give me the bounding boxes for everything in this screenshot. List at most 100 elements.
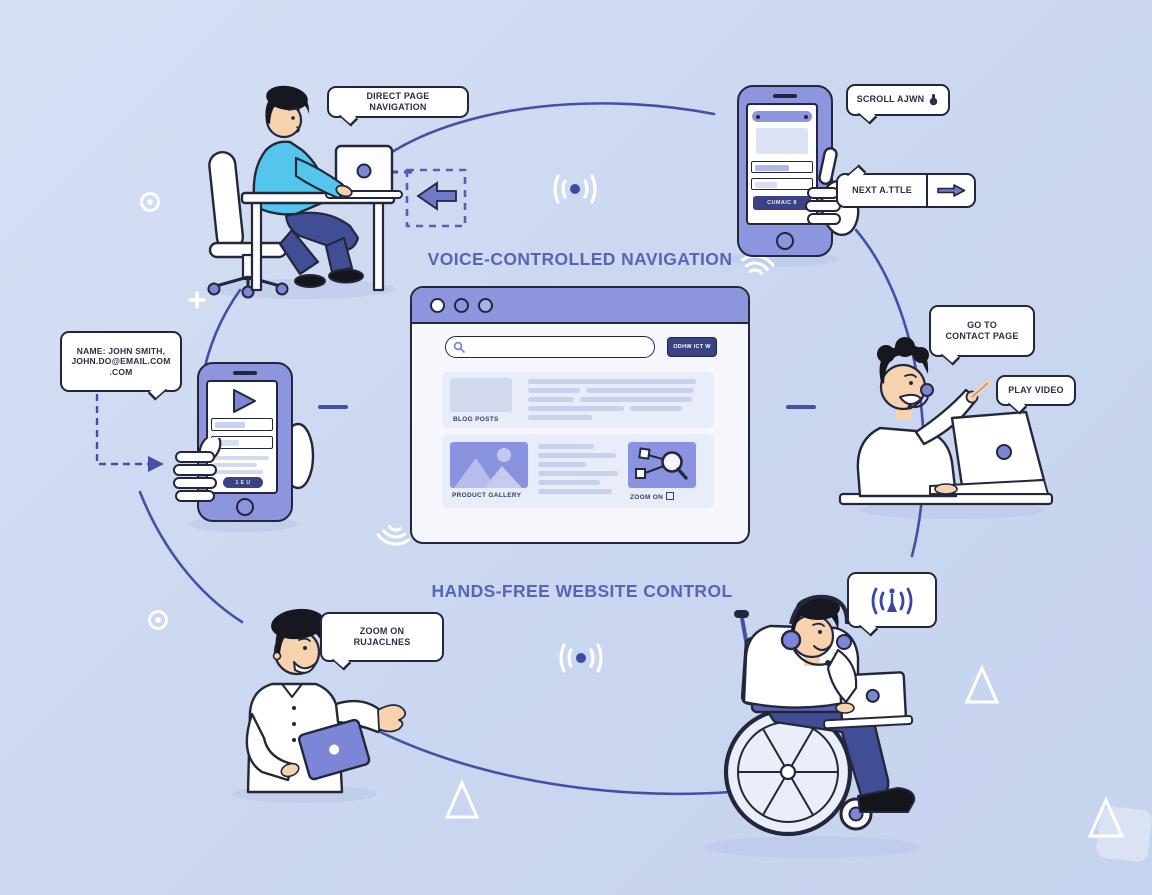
- text-line: [586, 388, 694, 393]
- search-icon: [453, 341, 465, 353]
- text-line: [528, 379, 696, 384]
- sound-wave-icon-bottom: [559, 643, 603, 673]
- browser-window: ODHW ICT W BLOG POSTS PRODUCT GALLERY: [410, 286, 750, 544]
- bubble-next-article: NEXT A.TTLE: [836, 173, 976, 208]
- bubble-play-video: PLAY VIDEO: [996, 375, 1076, 406]
- bubble-voice-signal: [847, 572, 937, 628]
- bubble-text: JOHN.DO@EMAIL.COM: [71, 356, 171, 367]
- window-dot-1: [430, 297, 445, 313]
- triangle-icon-corner: [1087, 796, 1125, 838]
- text-line: [528, 415, 592, 420]
- bubble-text: GO TO: [967, 319, 997, 330]
- main-title: VOICE-CONTROLLED NAVIGATION: [427, 249, 733, 269]
- home-button: [236, 498, 254, 516]
- browser-titlebar: [412, 288, 748, 324]
- circle-dot-icon-top: [140, 192, 160, 212]
- subtitle: HANDS-FREE WEBSITE CONTROL: [431, 581, 733, 601]
- text-line: [528, 388, 580, 393]
- blog-posts-section: BLOG POSTS: [442, 372, 714, 428]
- window-dot-2: [454, 297, 469, 313]
- phone-screen: CUMAIC 8: [746, 103, 818, 225]
- triangle-icon-right: [964, 664, 1000, 704]
- text-line: [213, 463, 257, 467]
- headphones-band: [789, 594, 850, 625]
- wheelchair-person-illustration: [723, 594, 916, 837]
- pointing-person-illustration: [838, 337, 1054, 506]
- text-line: [538, 462, 586, 467]
- text-lines: [213, 456, 269, 477]
- submit-button: CUMAIC 8: [753, 196, 811, 210]
- dash-mark-left: [318, 405, 348, 409]
- bubble-go-to-contact: GO TO CONTACT PAGE: [929, 305, 1035, 357]
- image-placeholder: [450, 378, 512, 412]
- phone-speaker: [233, 371, 257, 375]
- text-line: [580, 397, 692, 402]
- bubble-text: NEXT A.TTLE: [852, 184, 912, 195]
- magnifier-nodes-icon: [635, 447, 688, 480]
- text-line: [528, 406, 624, 411]
- bubble-direct-page-navigation: DIRECT PAGE NAVIGATION: [327, 86, 469, 118]
- phone-speaker: [773, 94, 797, 98]
- text-line: [213, 470, 263, 474]
- phone-left: 1 E U: [197, 362, 293, 522]
- text-line: [538, 471, 618, 476]
- text-line: [538, 453, 616, 458]
- bubble-scroll-down: SCROLL AJWN: [846, 84, 950, 116]
- mic-boom: [793, 649, 827, 666]
- text-line: [630, 406, 682, 411]
- circle-dot-icon-bottom: [148, 610, 168, 630]
- product-gallery-section: PRODUCT GALLERY ZOOM ON: [442, 434, 714, 508]
- tablet-person-illustration: [245, 608, 407, 794]
- person-at-desk-illustration: [207, 85, 403, 299]
- bubble-text: RUJACLNES: [353, 637, 411, 647]
- sound-wave-icon-top: [553, 174, 597, 204]
- bubble-text: CONTACT PAGE: [945, 331, 1019, 341]
- dash-mark-right: [786, 405, 816, 409]
- headset-earpiece: [920, 383, 934, 397]
- grid-icon: [666, 492, 675, 500]
- right-arrow-icon: [148, 456, 164, 472]
- next-arrow-cell: [926, 175, 974, 206]
- home-button: [776, 232, 794, 250]
- zoom-feature-image: [628, 442, 696, 488]
- form-field: [211, 418, 273, 431]
- dashed-arrow-box: [405, 168, 467, 228]
- text-line: [538, 444, 594, 449]
- headphones-earcup: [780, 629, 802, 651]
- corner-square-decoration: [1096, 806, 1152, 862]
- tablet: [297, 718, 371, 781]
- right-arrow-icon: [937, 184, 966, 197]
- bubble-text: PLAY VIDEO: [1008, 384, 1064, 395]
- play-icon: [233, 389, 256, 413]
- hand-icon: [930, 94, 938, 106]
- text-lines: [538, 444, 618, 498]
- bubble-dictated-name: NAME: JOHN SMITH, JOHN.DO@EMAIL.COM .COM: [60, 331, 182, 392]
- open-hand: [377, 704, 407, 733]
- wifi-arcs-icon-left: [376, 525, 411, 546]
- contact-button: ODHW ICT W: [667, 337, 717, 357]
- bubble-text: .COM: [109, 366, 133, 377]
- text-line: [213, 456, 269, 460]
- dashed-dictation-path: [95, 394, 164, 472]
- bubble-text: DIRECT PAGE NAVIGATION: [366, 90, 430, 112]
- triangle-icon-bottom-left: [444, 779, 480, 819]
- form-field: [751, 178, 813, 190]
- blog-posts-label: BLOG POSTS: [453, 416, 499, 423]
- phone-screen: 1 E U: [206, 380, 278, 494]
- bubble-zoom-on-headlines: ZOOM ON RUJACLNES: [320, 612, 444, 662]
- broadcast-antenna-icon: [871, 587, 913, 615]
- text-line: [538, 489, 612, 494]
- text-line: [538, 480, 600, 485]
- gallery-image: [450, 442, 528, 488]
- form-field: [751, 161, 813, 173]
- screen-header-pill: [752, 111, 812, 122]
- plus-icon: [188, 291, 206, 309]
- text-line: [528, 397, 574, 402]
- hand-holding-phone: [173, 438, 222, 502]
- left-arrow-icon: [416, 181, 457, 211]
- image-placeholder: [756, 128, 808, 154]
- zoom-on-label: ZOOM ON: [630, 492, 675, 501]
- form-field: [211, 436, 273, 449]
